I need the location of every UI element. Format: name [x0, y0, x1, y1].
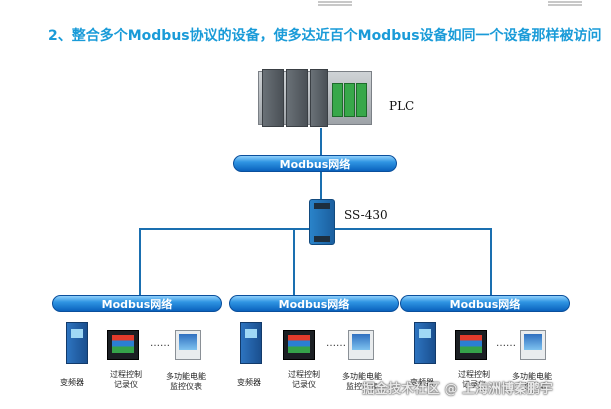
plc-device	[258, 67, 372, 129]
plc-to-bus-wire	[320, 128, 322, 156]
page-heading: 2、整合多个Modbus协议的设备，使多达近百个Modbus设备如同一个设备那样…	[48, 28, 602, 44]
power-meter-device	[175, 330, 201, 360]
watermark: 掘金技术社区 @ 上海洲博秦鹏宇	[362, 382, 554, 397]
process-recorder-device	[283, 330, 315, 360]
power-meter-device	[520, 330, 546, 360]
device-label-recorder: 过程控制 记录仪	[458, 370, 490, 389]
process-recorder-device	[107, 330, 139, 360]
branch-bus-label: Modbus网络	[278, 297, 350, 311]
device-label-vfd: 变频器	[410, 378, 434, 387]
vfd-device	[66, 322, 88, 364]
cropped-top-fragment	[548, 0, 582, 6]
vfd-device	[414, 322, 436, 364]
drop-line-right	[490, 228, 492, 296]
drop-line-left	[139, 228, 141, 296]
branch-bus-2: Modbus网络	[229, 295, 399, 312]
branch-bus-label: Modbus网络	[449, 297, 521, 311]
device-label-recorder: 过程控制 记录仪	[110, 370, 142, 389]
ellipsis: ……	[150, 338, 170, 349]
device-label-power-meter: 多功能电能 监控仪表	[342, 372, 382, 391]
device-label-recorder: 过程控制 记录仪	[288, 370, 320, 389]
device-label-power-meter: 多功能电能 监控仪表	[512, 372, 552, 391]
branch-bus-3: Modbus网络	[400, 295, 570, 312]
cropped-top-fragment	[318, 0, 352, 6]
ss430-gateway	[309, 199, 335, 245]
device-label-vfd: 变频器	[60, 378, 84, 387]
device-label-power-meter: 多功能电能 监控仪表	[166, 372, 206, 391]
power-meter-device	[348, 330, 374, 360]
device-label-vfd: 变频器	[237, 378, 261, 387]
drop-line-middle	[293, 228, 295, 296]
ellipsis: ……	[496, 338, 516, 349]
main-bus-label: Modbus网络	[279, 157, 351, 171]
gateway-label: SS-430	[344, 208, 388, 222]
main-modbus-bus: Modbus网络	[233, 155, 397, 172]
vfd-device	[240, 322, 262, 364]
branch-bus-label: Modbus网络	[101, 297, 173, 311]
ellipsis: ……	[326, 338, 346, 349]
plc-label: PLC	[389, 99, 415, 113]
bus-to-gateway-wire	[320, 172, 322, 200]
process-recorder-device	[455, 330, 487, 360]
branch-bus-1: Modbus网络	[52, 295, 222, 312]
